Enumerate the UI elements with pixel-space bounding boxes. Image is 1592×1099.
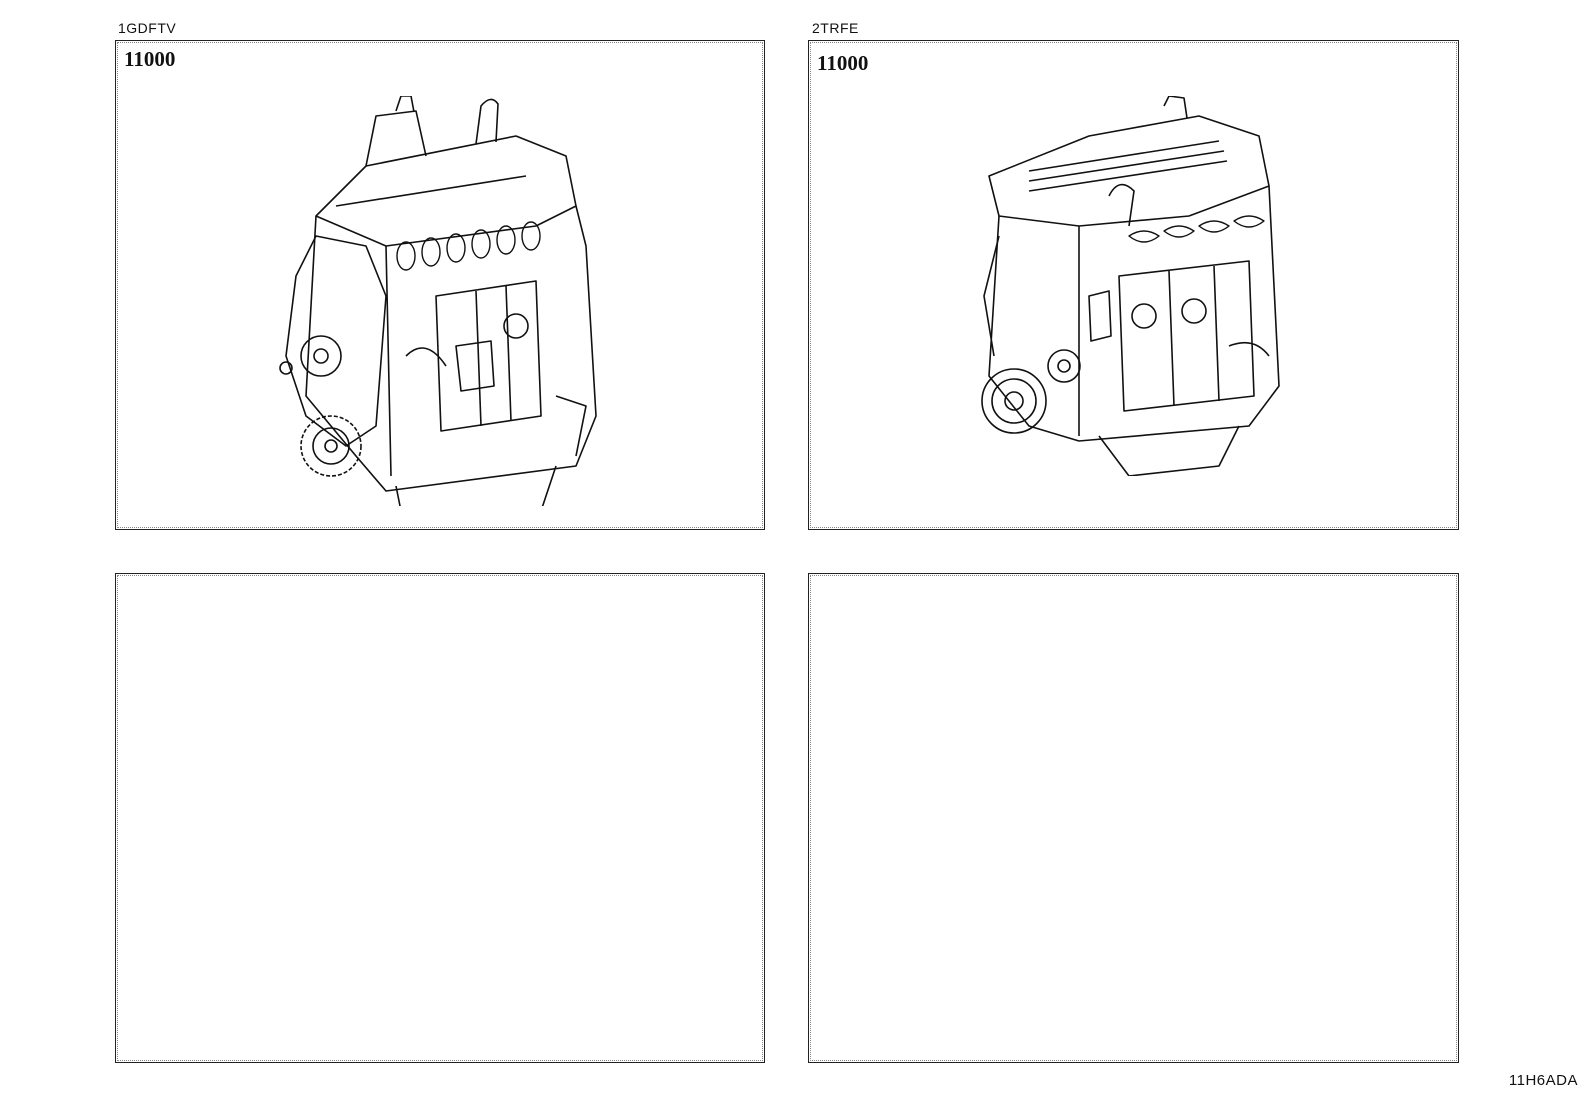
panel-2-part-number[interactable]: 11000 — [817, 51, 869, 75]
engine-assembly-icon — [279, 96, 597, 506]
panel-2-model-label: 2TRFE — [812, 20, 859, 36]
document-code: 11H6ADA — [1508, 1072, 1578, 1089]
panel-1: 11000 — [115, 40, 765, 530]
panel-3 — [115, 573, 765, 1063]
panel-1-model-label: 1GDFTV — [118, 20, 177, 36]
panel-2: 11000 — [808, 40, 1459, 530]
panel-4 — [808, 573, 1459, 1063]
panel-1-part-number[interactable]: 11000 — [124, 47, 176, 71]
engine-assembly-icon — [981, 96, 1280, 476]
